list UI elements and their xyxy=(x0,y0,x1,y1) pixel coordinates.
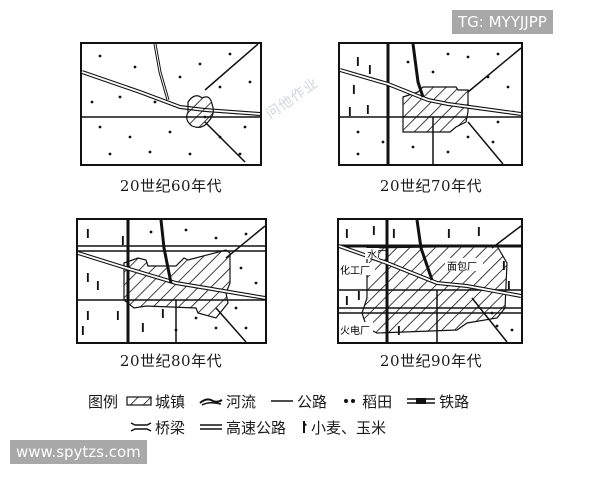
svg-text:ǀ: ǀ xyxy=(86,272,90,283)
legend-item-river: 河流 xyxy=(199,391,256,412)
svg-text:ǀ: ǀ xyxy=(86,310,90,321)
svg-text:ǀ: ǀ xyxy=(357,290,361,301)
svg-text:ǀ: ǀ xyxy=(81,325,85,336)
road-line-icon xyxy=(271,400,294,402)
label-bakery: 面包厂 xyxy=(447,262,477,273)
svg-text:ǀ: ǀ xyxy=(352,84,356,95)
highway-icon xyxy=(200,424,223,430)
bridge-icon xyxy=(130,422,152,432)
watermark-center: 问他作业 xyxy=(263,75,322,123)
legend-item-paddy: 稻田 xyxy=(341,391,392,412)
svg-text:ǀ: ǀ xyxy=(447,228,451,239)
legend-item-railway: 铁路 xyxy=(406,391,469,412)
label-power-plant: 火电厂 xyxy=(340,326,370,337)
hatch-icon xyxy=(126,396,152,406)
legend-item-wheat-corn: 小麦、玉米 xyxy=(300,417,386,438)
legend-title: 图例 xyxy=(88,392,119,411)
svg-text:ǀ: ǀ xyxy=(348,106,352,117)
label-chemical-plant: 化工厂 xyxy=(340,266,370,277)
dots-icon xyxy=(344,399,356,403)
svg-text:ǀ: ǀ xyxy=(116,310,120,321)
label-water-plant: 水厂 xyxy=(367,250,387,261)
map-1960s xyxy=(80,42,262,166)
caption-1980s: 20世纪80年代 xyxy=(119,352,223,370)
watermark-bottom-left: www.spytzs.com xyxy=(10,440,147,464)
svg-text:ǀ: ǀ xyxy=(121,235,125,246)
svg-text:ǀ: ǀ xyxy=(372,225,376,236)
legend-item-road: 公路 xyxy=(270,391,327,412)
svg-text:ǀ: ǀ xyxy=(345,228,349,239)
svg-text:ǀ: ǀ xyxy=(86,228,90,239)
railway-icon xyxy=(407,398,436,404)
caption-1970s: 20世纪70年代 xyxy=(379,177,483,195)
wheat-icon xyxy=(303,421,308,433)
svg-text:ǀ: ǀ xyxy=(161,308,165,319)
legend: 图例 城镇 河流 公路 稻田 铁路 桥梁 高速公路 xyxy=(88,388,548,440)
legend-item-town: 城镇 xyxy=(126,391,185,412)
svg-text:ǀ: ǀ xyxy=(366,104,370,115)
svg-text:ǀ: ǀ xyxy=(141,322,145,333)
svg-text:ǀ: ǀ xyxy=(356,56,360,67)
watermark-top-right: TG: MYYJJPP xyxy=(452,10,553,34)
legend-item-bridge: 桥梁 xyxy=(130,417,185,438)
svg-text:ǀ: ǀ xyxy=(392,228,396,239)
river-icon xyxy=(199,398,223,406)
svg-text:ǀ: ǀ xyxy=(345,295,349,306)
caption-1960s: 20世纪60年代 xyxy=(119,177,223,195)
svg-text:ǀ: ǀ xyxy=(368,64,372,75)
svg-text:ǀ: ǀ xyxy=(96,280,100,291)
caption-1990s: 20世纪90年代 xyxy=(379,352,483,370)
svg-text:ǀ: ǀ xyxy=(477,226,481,237)
legend-item-highway: 高速公路 xyxy=(199,417,286,438)
svg-text:ǀ: ǀ xyxy=(507,280,511,291)
